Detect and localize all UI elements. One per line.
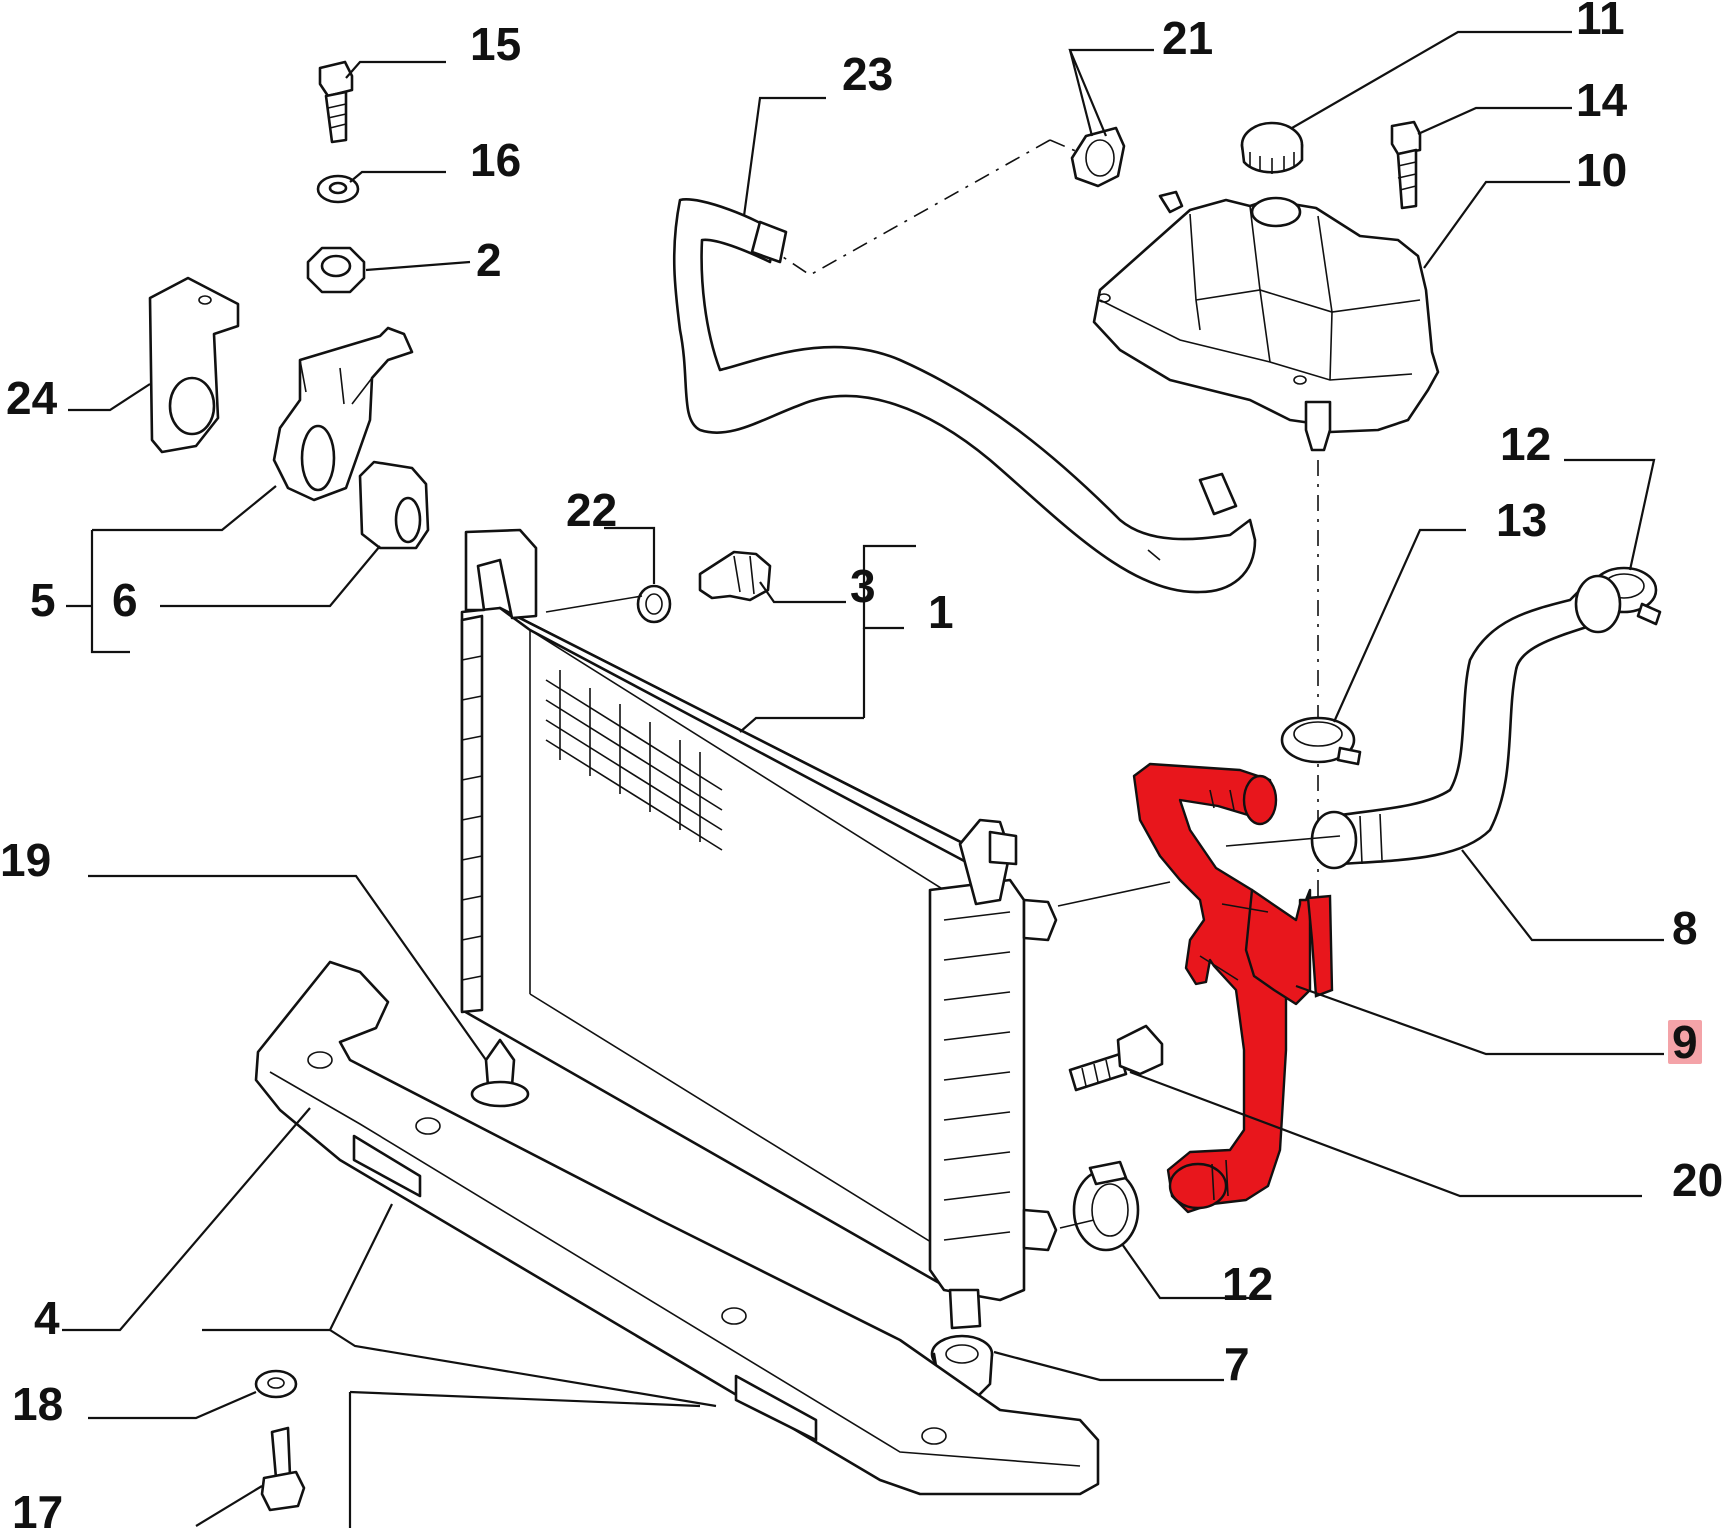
highlight-label-bg [1668, 1020, 1702, 1064]
guide-lines [545, 595, 1341, 1229]
callout-19: 19 [0, 834, 51, 886]
cap-11 [1240, 121, 1304, 174]
callout-17: 17 [12, 1486, 63, 1528]
callout-16: 16 [470, 134, 521, 186]
callout-21: 21 [1162, 12, 1213, 64]
callout-14: 14 [1576, 74, 1628, 126]
callout-9-highlighted[interactable]: 9 [1672, 1016, 1698, 1068]
callout-23: 23 [842, 48, 893, 100]
callout-2: 2 [476, 234, 502, 286]
callout-20: 20 [1672, 1154, 1723, 1206]
hose-9-branch [1244, 888, 1312, 1006]
hose-9-body [1132, 762, 1288, 1214]
leader-lines [62, 30, 1664, 1528]
callout-12-upper: 12 [1500, 418, 1551, 470]
callout-13: 13 [1496, 494, 1547, 546]
callout-5: 5 [30, 574, 56, 626]
screw-14 [1390, 120, 1422, 210]
callout-6: 6 [112, 574, 138, 626]
washer-16 [316, 174, 360, 204]
bolt-17 [260, 1426, 306, 1512]
clamp-21 [1070, 126, 1126, 188]
hose-9-end-lower [1168, 1162, 1228, 1210]
clamp-13 [1280, 716, 1362, 766]
callout-11: 11 [1576, 0, 1625, 44]
washer-18 [254, 1369, 298, 1399]
clamp-12-lower [1072, 1160, 1140, 1252]
grommet-6 [358, 460, 430, 550]
upper-hose-23 [672, 198, 1257, 594]
push-clip-19 [470, 1038, 530, 1108]
expansion-tank-10 [1092, 190, 1440, 452]
nut-2 [306, 246, 366, 294]
hose-9-end-upper [1242, 774, 1278, 826]
callout-8: 8 [1672, 902, 1698, 954]
radiator-1 [460, 528, 1058, 1330]
hose-9-stub [1306, 894, 1334, 998]
callout-7: 7 [1224, 1338, 1250, 1390]
callout-24: 24 [6, 372, 58, 424]
bracket-24 [148, 276, 240, 454]
callout-1: 1 [928, 586, 954, 638]
crossmember-4 [254, 960, 1100, 1496]
sensor-3 [698, 550, 772, 602]
callout-4: 4 [34, 1292, 60, 1344]
callout-10: 10 [1576, 144, 1627, 196]
callout-12-lower: 12 [1222, 1258, 1273, 1310]
highlighted-hose-9 [1132, 762, 1334, 1214]
o-ring-22 [636, 584, 672, 624]
callout-22: 22 [566, 484, 617, 536]
bolt-20 [1068, 1024, 1164, 1092]
callout-18: 18 [12, 1378, 63, 1430]
mount-bracket-5 [272, 326, 414, 502]
bolt-15 [318, 60, 354, 144]
callout-15: 15 [470, 18, 521, 70]
callout-3: 3 [850, 560, 876, 612]
lower-hose-8 [1310, 574, 1622, 870]
